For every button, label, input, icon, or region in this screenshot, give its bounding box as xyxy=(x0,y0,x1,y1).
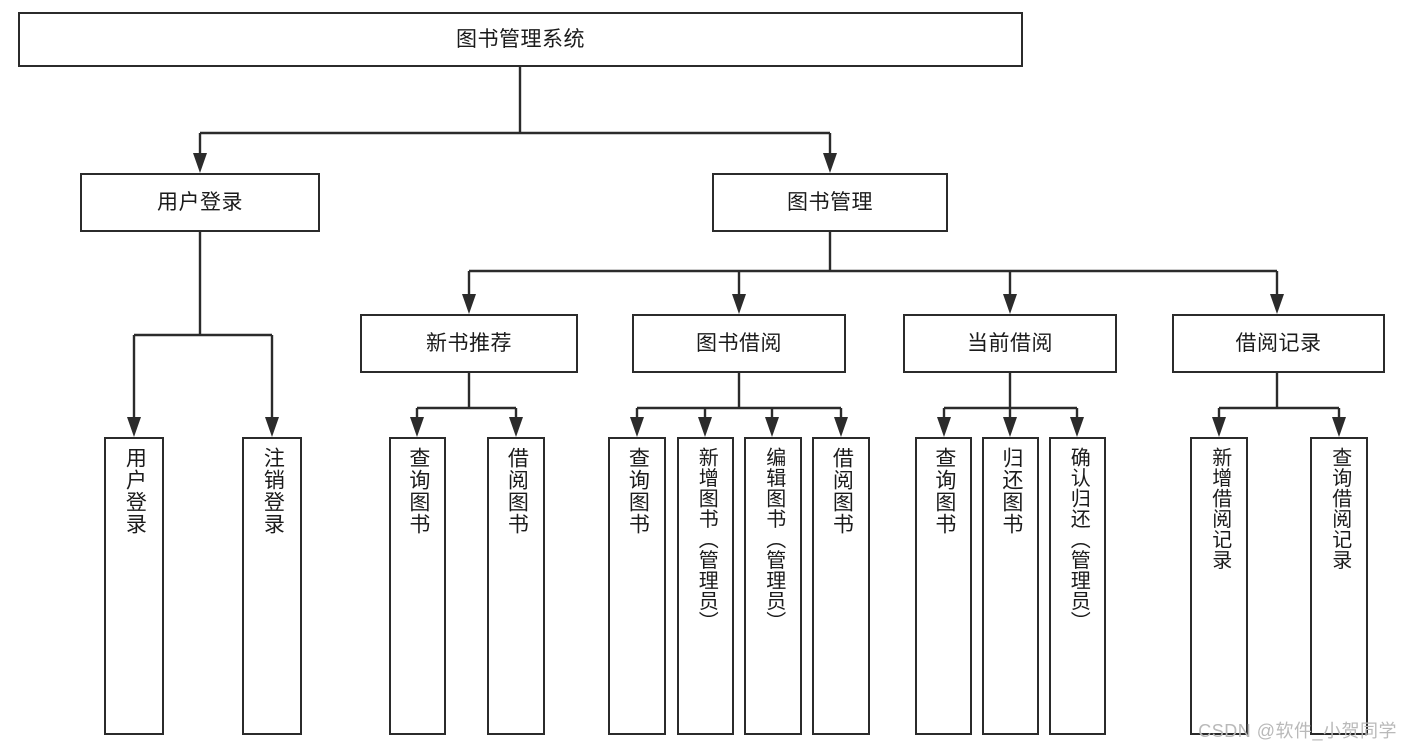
node-leaf-borrow-book-2[interactable]: 借阅图书 xyxy=(812,437,870,735)
node-leaf-confirm-return[interactable]: 确认归还（管理员） xyxy=(1049,437,1106,735)
node-leaf-logout-login[interactable]: 注销登录 xyxy=(242,437,302,735)
book-manage-arrow-3 xyxy=(1270,294,1284,314)
node-leaf-return-book[interactable]: 归还图书 xyxy=(982,437,1039,735)
book-manage-arrow-2 xyxy=(1003,294,1017,314)
node-label: 注销登录 xyxy=(261,447,285,535)
user-login-arrow-0 xyxy=(127,417,141,437)
node-book-manage[interactable]: 图书管理 xyxy=(712,173,948,232)
new-book-rec-arrow-0 xyxy=(410,417,424,437)
node-leaf-add-record[interactable]: 新增借阅记录 xyxy=(1190,437,1248,735)
new-book-rec-arrow-1 xyxy=(509,417,523,437)
node-borrow-record[interactable]: 借阅记录 xyxy=(1172,314,1385,373)
node-leaf-borrow-book-1[interactable]: 借阅图书 xyxy=(487,437,545,735)
node-label: 当前借阅 xyxy=(967,331,1053,355)
book-borrow-arrow-0 xyxy=(630,417,644,437)
node-label: 查询借阅记录 xyxy=(1328,447,1351,570)
watermark-text: CSDN @软件_小贺同学 xyxy=(1198,721,1397,741)
node-label: 归还图书 xyxy=(999,447,1023,535)
node-new-book-rec[interactable]: 新书推荐 xyxy=(360,314,578,373)
book-manage-arrow-1 xyxy=(732,294,746,314)
node-label: 新增图书（管理员） xyxy=(695,447,718,632)
node-label: 新书推荐 xyxy=(426,331,512,355)
node-label: 图书管理系统 xyxy=(456,27,585,51)
current-borrow-arrow-2 xyxy=(1070,417,1084,437)
node-leaf-query-record[interactable]: 查询借阅记录 xyxy=(1310,437,1368,735)
node-label: 查询图书 xyxy=(406,447,430,535)
book-borrow-arrow-1 xyxy=(698,417,712,437)
node-leaf-query-book-1[interactable]: 查询图书 xyxy=(389,437,446,735)
node-leaf-user-login[interactable]: 用户登录 xyxy=(104,437,164,735)
current-borrow-arrow-0 xyxy=(937,417,951,437)
node-root[interactable]: 图书管理系统 xyxy=(18,12,1023,67)
node-label: 新增借阅记录 xyxy=(1208,447,1231,570)
node-leaf-query-book-3[interactable]: 查询图书 xyxy=(915,437,972,735)
borrow-record-arrow-0 xyxy=(1212,417,1226,437)
node-label: 借阅图书 xyxy=(830,447,854,535)
book-borrow-arrow-3 xyxy=(834,417,848,437)
book-borrow-arrow-2 xyxy=(765,417,779,437)
node-label: 编辑图书（管理员） xyxy=(762,447,785,632)
node-user-login[interactable]: 用户登录 xyxy=(80,173,320,232)
node-leaf-query-book-2[interactable]: 查询图书 xyxy=(608,437,666,735)
current-borrow-arrow-1 xyxy=(1003,417,1017,437)
node-label: 借阅记录 xyxy=(1235,331,1322,355)
node-label: 用户登录 xyxy=(123,447,147,535)
node-current-borrow[interactable]: 当前借阅 xyxy=(903,314,1117,373)
node-book-borrow[interactable]: 图书借阅 xyxy=(632,314,846,373)
node-label: 确认归还（管理员） xyxy=(1067,447,1090,632)
node-label: 查询图书 xyxy=(626,447,650,535)
node-label: 查询图书 xyxy=(932,447,956,535)
node-leaf-edit-book[interactable]: 编辑图书（管理员） xyxy=(744,437,802,735)
borrow-record-arrow-1 xyxy=(1332,417,1346,437)
node-label: 图书借阅 xyxy=(696,331,782,355)
book-manage-arrow-0 xyxy=(462,294,476,314)
node-label: 用户登录 xyxy=(157,190,243,214)
node-leaf-add-book[interactable]: 新增图书（管理员） xyxy=(677,437,734,735)
root-arrow-0 xyxy=(193,153,207,173)
user-login-arrow-1 xyxy=(265,417,279,437)
root-arrow-1 xyxy=(823,153,837,173)
node-label: 借阅图书 xyxy=(505,447,529,535)
node-label: 图书管理 xyxy=(787,190,873,214)
